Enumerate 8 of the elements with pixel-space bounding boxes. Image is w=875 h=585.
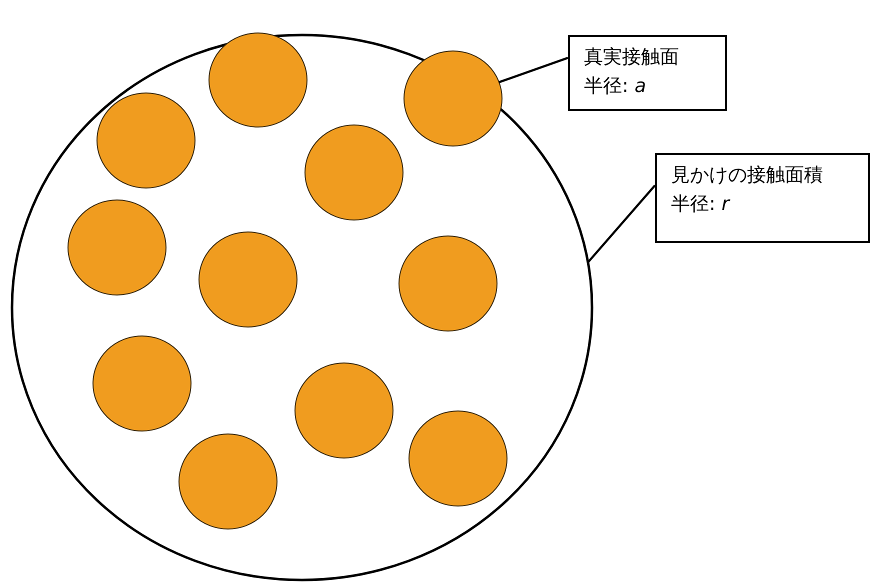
leader-line — [498, 56, 568, 84]
callout-title: 見かけの接触面積 — [671, 163, 824, 188]
callout-box — [568, 35, 727, 111]
callout-box — [655, 153, 870, 243]
callout-title: 真実接触面 — [584, 45, 680, 70]
radius-label: 半径: r — [671, 192, 732, 218]
leader-line — [587, 184, 656, 264]
radius-label: 半径: a — [584, 74, 648, 100]
